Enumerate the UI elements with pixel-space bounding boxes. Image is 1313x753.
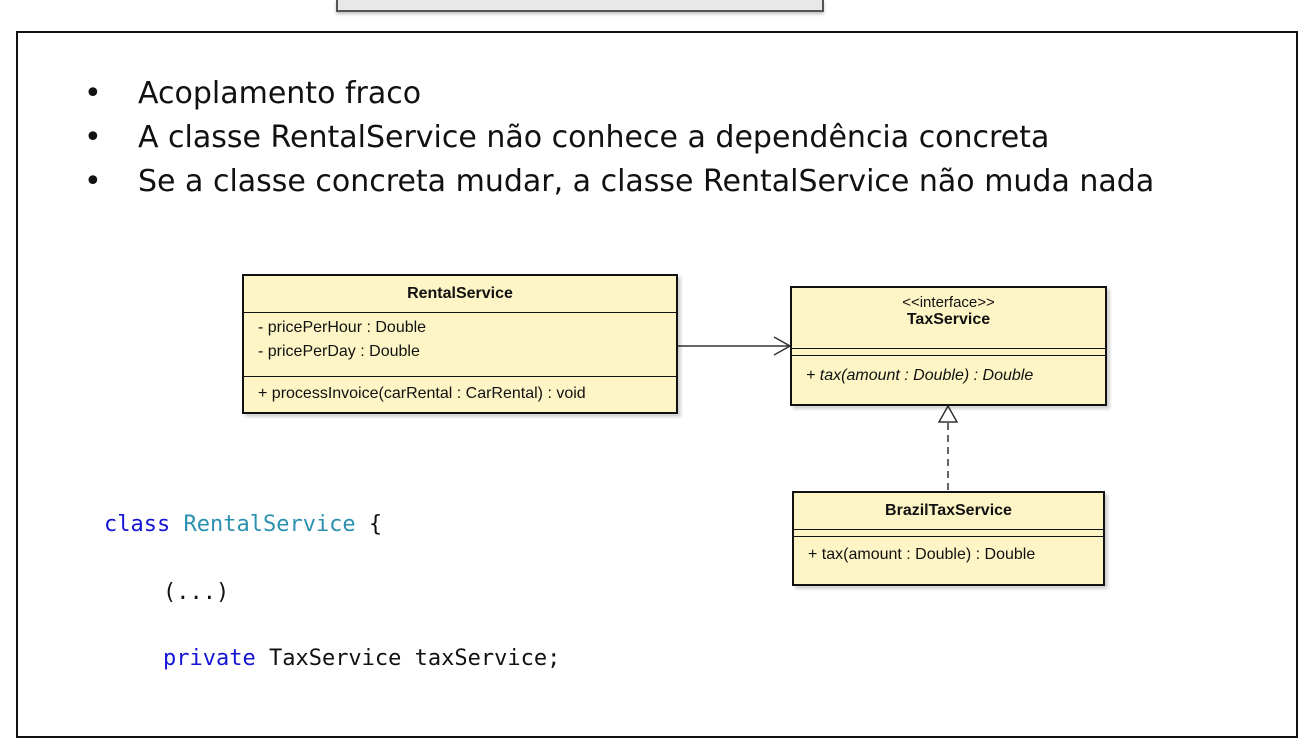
realization-arrow — [937, 404, 959, 491]
interface-name: TaxService — [906, 311, 991, 328]
attribute: - pricePerHour : Double — [258, 319, 427, 336]
code-line: private TaxService taxService; — [163, 646, 561, 671]
top-tab — [336, 0, 824, 12]
attributes-section — [794, 529, 1103, 536]
code-snippet: class RentalService { (...) private TaxS… — [104, 512, 560, 671]
attribute: - pricePerDay : Double — [258, 343, 420, 360]
code-keyword: private — [163, 646, 256, 671]
bullet-item: •Se a classe concreta mudar, a classe Re… — [84, 160, 1154, 204]
code-line: class RentalService { — [104, 512, 383, 537]
operation: + tax(amount : Double) : Double — [806, 367, 1034, 384]
stereotype-label: <<interface>> — [902, 294, 995, 311]
bullet-item: •Acoplamento fraco — [84, 72, 1154, 116]
bullet-icon: • — [84, 76, 102, 111]
attributes-section: - pricePerHour : Double - pricePerDay : … — [244, 312, 676, 376]
code-type: RentalService — [183, 512, 356, 537]
operations-section: + tax(amount : Double) : Double — [792, 355, 1105, 392]
code-keyword: class — [104, 512, 171, 537]
operation: + tax(amount : Double) : Double — [808, 546, 1036, 563]
attributes-section — [792, 348, 1105, 355]
bullet-item: •A classe RentalService não conhece a de… — [84, 116, 1154, 160]
class-brazil-tax-service: BrazilTaxService + tax(amount : Double) … — [792, 491, 1105, 586]
code-line: (...) — [163, 580, 230, 605]
association-arrow — [678, 336, 792, 356]
operations-section: + processInvoice(carRental : CarRental) … — [244, 376, 676, 410]
bullet-icon: • — [84, 120, 102, 155]
operation: + processInvoice(carRental : CarRental) … — [258, 385, 586, 402]
class-rental-service: RentalService - pricePerHour : Double - … — [242, 274, 678, 414]
slide-frame — [16, 31, 1298, 738]
interface-tax-service: <<interface>> TaxService + tax(amount : … — [790, 286, 1107, 406]
class-name: RentalService — [407, 285, 513, 302]
operations-section: + tax(amount : Double) : Double — [794, 536, 1103, 571]
bullet-list: •Acoplamento fraco •A classe RentalServi… — [84, 72, 1154, 204]
class-name: BrazilTaxService — [885, 502, 1012, 519]
bullet-icon: • — [84, 164, 102, 199]
